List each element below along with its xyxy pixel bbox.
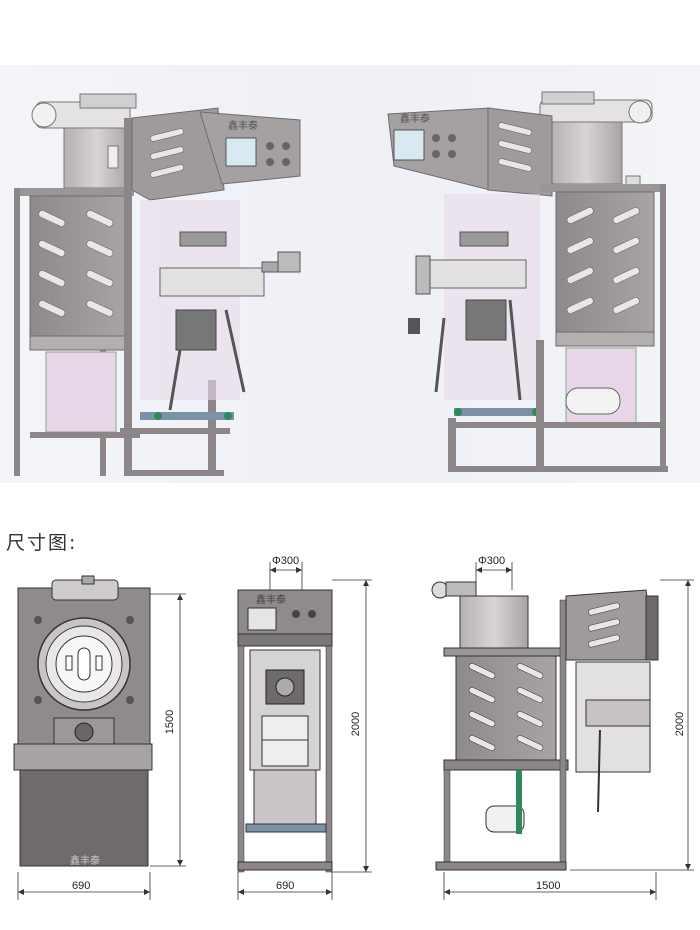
brand-plate-right: 鑫丰泰 (400, 112, 430, 125)
dim-side-width: 1500 (536, 880, 561, 892)
drawing-side-view (431, 562, 694, 900)
dim-front-height: 2000 (350, 711, 363, 737)
brand-plate-left: 鑫丰泰 (228, 119, 258, 132)
dim-top-height: 1500 (164, 709, 177, 735)
render-left-machine: 鑫丰泰 (14, 93, 301, 476)
dim-side-diameter: Φ300 (478, 555, 506, 567)
render-right-machine: 鑫丰泰 (387, 91, 668, 472)
drawing-front-view: 鑫丰泰 (237, 562, 372, 900)
section-title: 尺寸图: (6, 532, 78, 554)
dim-front-width: 690 (276, 880, 295, 892)
brand-plate-front: 鑫丰泰 (256, 593, 286, 606)
dim-side-height: 2000 (674, 711, 687, 737)
dim-front-diameter: Φ300 (272, 555, 300, 567)
dim-top-width: 690 (72, 880, 91, 892)
brand-plate-top: 鑫丰泰 (70, 854, 100, 867)
drawing-top-view: 鑫丰泰 (13, 575, 186, 900)
